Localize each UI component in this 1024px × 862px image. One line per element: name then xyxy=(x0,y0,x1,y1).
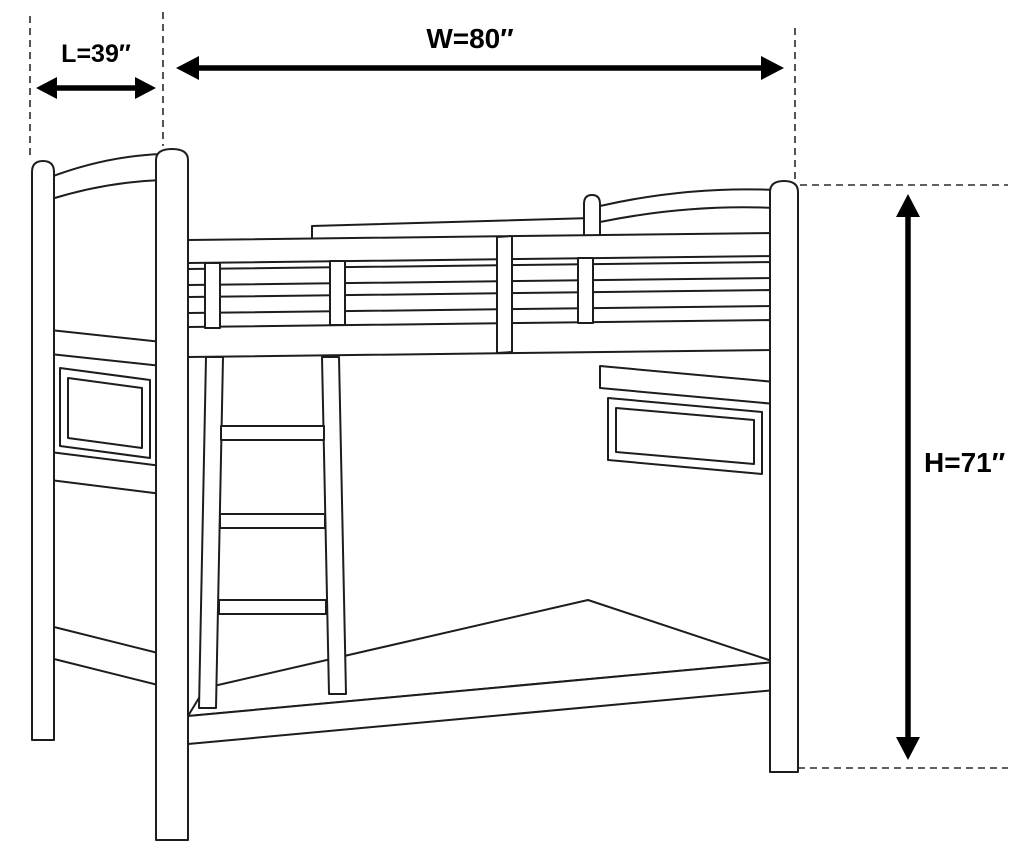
headboard-mid-rail xyxy=(49,329,163,367)
length-dimension: L=39″ xyxy=(36,40,156,99)
ladder-right-stile xyxy=(321,356,347,695)
guardrail-lower-slat xyxy=(187,289,776,314)
height-dimension: H=71″ xyxy=(896,194,1005,760)
footboard-top-rail xyxy=(599,365,776,405)
headboard-arch-rail xyxy=(47,153,163,201)
height-arrow xyxy=(896,194,920,760)
length-arrow xyxy=(36,77,156,99)
headboard-bottom-rail xyxy=(49,625,163,687)
ladder xyxy=(198,356,347,709)
width-arrow xyxy=(176,56,784,80)
width-dimension: W=80″ xyxy=(176,23,784,80)
height-dimension-label: H=71″ xyxy=(924,447,1005,478)
ladder-rung-3 xyxy=(218,599,327,615)
height-arrowhead-top xyxy=(896,194,920,217)
height-arrowhead-bottom xyxy=(896,737,920,760)
headboard xyxy=(31,148,189,841)
near-left-post xyxy=(155,148,189,841)
length-dimension-label: L=39″ xyxy=(61,40,131,68)
dimension-guides xyxy=(29,12,1008,769)
top-bunk-frame-rail xyxy=(187,319,776,358)
guardrail-top-rail xyxy=(187,232,776,264)
guardrail-upright-1 xyxy=(204,262,221,329)
length-arrowhead-right xyxy=(135,77,156,99)
top-bunk-guardrail xyxy=(187,232,776,358)
bottom-bunk-platform xyxy=(187,599,776,745)
far-left-post xyxy=(31,160,55,741)
guardrail-upright-3 xyxy=(577,257,594,324)
ladder-rung-2 xyxy=(219,513,326,529)
headboard-panel-inner xyxy=(67,377,143,449)
guardrail-upright-2 xyxy=(329,260,346,326)
width-dimension-label: W=80″ xyxy=(426,23,513,54)
back-right-post xyxy=(583,194,601,247)
footboard-arch-rail xyxy=(599,188,777,223)
ladder-rung-1 xyxy=(220,425,325,441)
length-arrowhead-left xyxy=(36,77,57,99)
front-right-post xyxy=(769,180,799,773)
width-arrowhead-left xyxy=(176,56,199,80)
width-arrowhead-right xyxy=(761,56,784,80)
footboard-panel-inner xyxy=(615,407,755,465)
guardrail-center-divider xyxy=(496,235,513,354)
footboard-panel xyxy=(599,365,776,475)
ladder-left-stile xyxy=(198,356,224,709)
guardrail-upper-slat xyxy=(187,261,776,286)
bunk-bed-drawing xyxy=(31,148,799,841)
